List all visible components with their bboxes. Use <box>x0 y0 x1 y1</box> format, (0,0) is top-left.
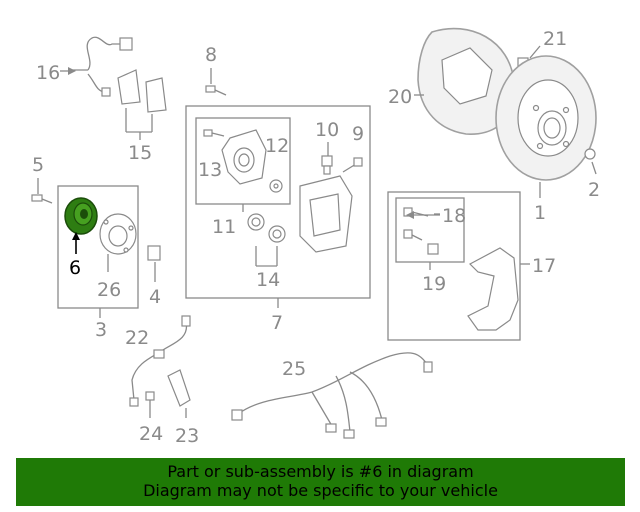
notice-banner: Part or sub-assembly is #6 in diagram Di… <box>16 458 625 506</box>
callout-16[interactable]: 16 <box>36 62 60 84</box>
part-1-brake-disc <box>495 55 597 198</box>
part-25-wiring-harness <box>231 352 433 439</box>
part-17-caliper-carrier <box>467 247 519 331</box>
callout-22[interactable]: 22 <box>125 327 149 349</box>
part-10-bleeder <box>321 142 333 175</box>
callout-18[interactable]: 18 <box>442 205 466 227</box>
callout-25[interactable]: 25 <box>282 358 306 380</box>
part-22-brake-hose <box>129 315 191 407</box>
callout-23[interactable]: 23 <box>175 425 199 447</box>
part-12-washer <box>269 179 283 193</box>
callout-13[interactable]: 13 <box>198 159 222 181</box>
callout-6-highlighted[interactable]: 6 <box>69 257 81 279</box>
callout-14[interactable]: 14 <box>256 269 280 291</box>
part-24-bolt <box>145 391 155 418</box>
callout-7[interactable]: 7 <box>271 312 283 334</box>
part-23-clip <box>167 369 191 418</box>
callout-11[interactable]: 11 <box>212 216 236 238</box>
notice-line-2: Diagram may not be specific to your vehi… <box>143 481 498 500</box>
callout-17[interactable]: 17 <box>532 255 556 277</box>
notice-line-1: Part or sub-assembly is #6 in diagram <box>167 462 474 481</box>
callout-12[interactable]: 12 <box>265 135 289 157</box>
callout-26[interactable]: 26 <box>97 279 121 301</box>
part-4-nut <box>147 245 161 282</box>
callout-15[interactable]: 15 <box>128 142 152 164</box>
callout-9[interactable]: 9 <box>352 123 364 145</box>
part-11-caliper-housing <box>221 129 267 185</box>
part-15-brake-pads <box>117 69 167 140</box>
callout-10[interactable]: 10 <box>315 119 339 141</box>
part-13-bolt <box>203 129 225 137</box>
part-2-screw <box>584 148 597 175</box>
exploded-parts-diagram: 1 2 3 4 5 6 7 8 9 10 11 12 13 14 15 16 1… <box>31 27 600 447</box>
callout-5[interactable]: 5 <box>32 154 44 176</box>
callout-3[interactable]: 3 <box>95 319 107 341</box>
callout-19[interactable]: 19 <box>422 273 446 295</box>
part-14-seals <box>247 213 286 267</box>
callout-24[interactable]: 24 <box>139 423 163 445</box>
group-box-3 <box>57 185 139 309</box>
callout-2[interactable]: 2 <box>588 179 600 201</box>
part-20-dust-shield <box>414 27 516 135</box>
part-6-wheel-bearing[interactable] <box>64 197 98 254</box>
part-7-caliper <box>299 175 353 253</box>
callout-20[interactable]: 20 <box>388 86 412 108</box>
callout-1[interactable]: 1 <box>534 202 546 224</box>
callout-21[interactable]: 21 <box>543 28 567 50</box>
callout-4[interactable]: 4 <box>149 286 161 308</box>
part-8-bolt <box>205 68 227 96</box>
part-5-bolt <box>31 178 53 204</box>
part-9-bolt <box>342 157 363 173</box>
callout-8[interactable]: 8 <box>205 44 217 66</box>
part-26-wheel-hub <box>99 213 137 272</box>
group-box-17 <box>387 191 521 341</box>
